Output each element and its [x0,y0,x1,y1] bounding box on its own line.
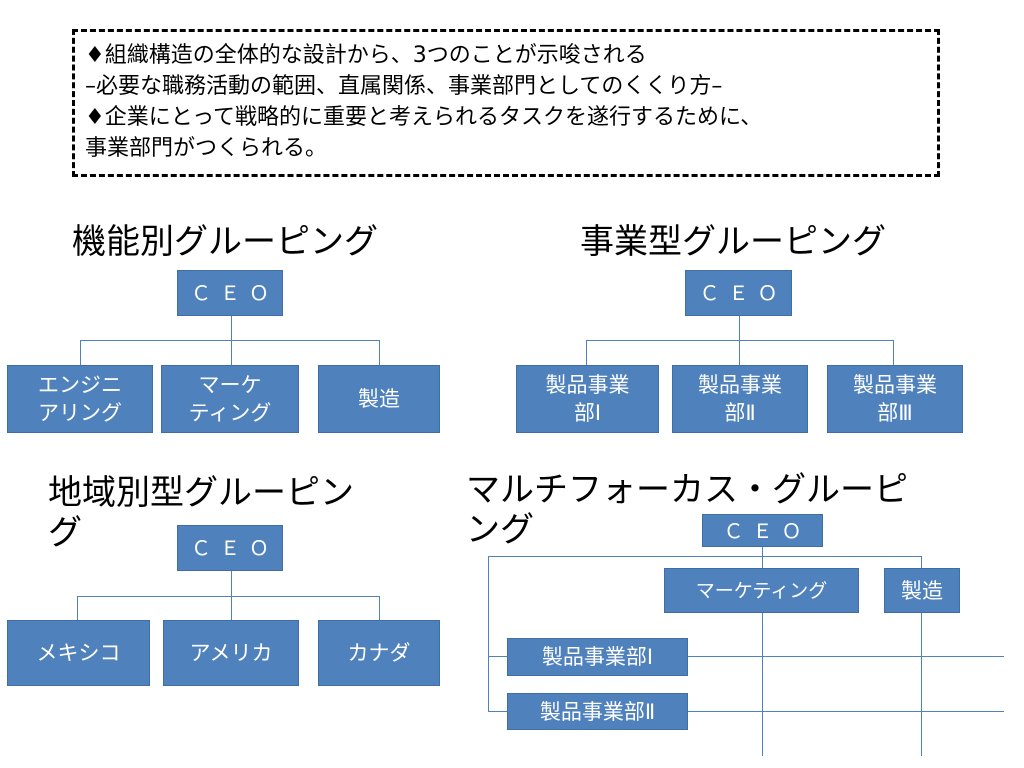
geographic-connector-right [379,596,380,620]
geographic-america-box: アメリカ [163,620,299,686]
functional-manufacturing-box: 製造 [318,365,440,433]
geographic-ceo-box: ＣＥＯ [177,525,283,571]
divisional-connector-left [586,340,587,365]
geographic-connector-left [77,596,78,620]
functional-connector-left [80,340,81,365]
divisional-product-division-3-box: 製品事業部Ⅲ [827,365,963,433]
multifocus-product-division-1-box: 製品事業部Ⅰ [507,638,688,676]
note-line-1: ♦組織構造の全体的な設計から、3つのことが示唆される [85,43,647,68]
multifocus-connector-top-bar [488,556,922,557]
divisional-ceo-box: ＣＥＯ [685,270,792,316]
functional-connector-right [379,340,380,365]
geographic-grouping-title-line-2: グ [48,513,82,553]
geographic-connector-ceo [231,570,232,620]
divisional-connector-bar [586,340,894,341]
multifocus-manufacturing-box: 製造 [884,568,960,613]
divisional-product-division-2-box: 製品事業部Ⅱ [672,365,808,433]
geographic-canada-box: カナダ [318,620,440,686]
summary-note: ♦組織構造の全体的な設計から、3つのことが示唆される –必要な職務活動の範囲、直… [72,29,940,177]
multifocus-grouping-title-line-1: マルチフォーカス・グルーピ [466,470,908,510]
functional-ceo-box: ＣＥＯ [177,270,283,316]
multifocus-line-marketing-down [762,612,763,756]
multifocus-ceo-box: ＣＥＯ [702,514,823,547]
functional-connector-bar [80,340,380,341]
functional-marketing-box: マーケティング [161,365,299,433]
functional-engineering-box: エンジニアリング [7,365,153,433]
divisional-grouping-title: 事業型グルーピング [580,222,886,262]
divisional-connector-right [893,340,894,365]
geographic-mexico-box: メキシコ [7,620,150,686]
multifocus-product-division-2-box: 製品事業部Ⅱ [507,693,688,730]
geographic-connector-bar [77,596,380,597]
note-line-4: 事業部門がつくられる。 [85,136,328,161]
functional-grouping-title: 機能別グルーピング [72,222,378,262]
multifocus-connector-left [488,556,489,712]
multifocus-line-manufacturing-down [921,612,922,756]
geographic-grouping-title-line-1: 地域別型グルーピン [48,473,354,513]
divisional-product-division-1-box: 製品事業部Ⅰ [516,365,659,433]
multifocus-line-division-1 [488,656,1004,657]
multifocus-connector-ceo [762,546,763,568]
note-line-2: –必要な職務活動の範囲、直属関係、事業部門としてのくくり方– [85,74,723,99]
multifocus-grouping-title-line-2: ング [466,510,534,550]
note-line-3: ♦企業にとって戦略的に重要と考えられるタスクを遂行するために、 [85,105,763,130]
multifocus-connector-manufacturing-top [921,556,922,568]
multifocus-marketing-box: マーケティング [664,568,859,613]
multifocus-line-division-2 [488,711,1004,712]
